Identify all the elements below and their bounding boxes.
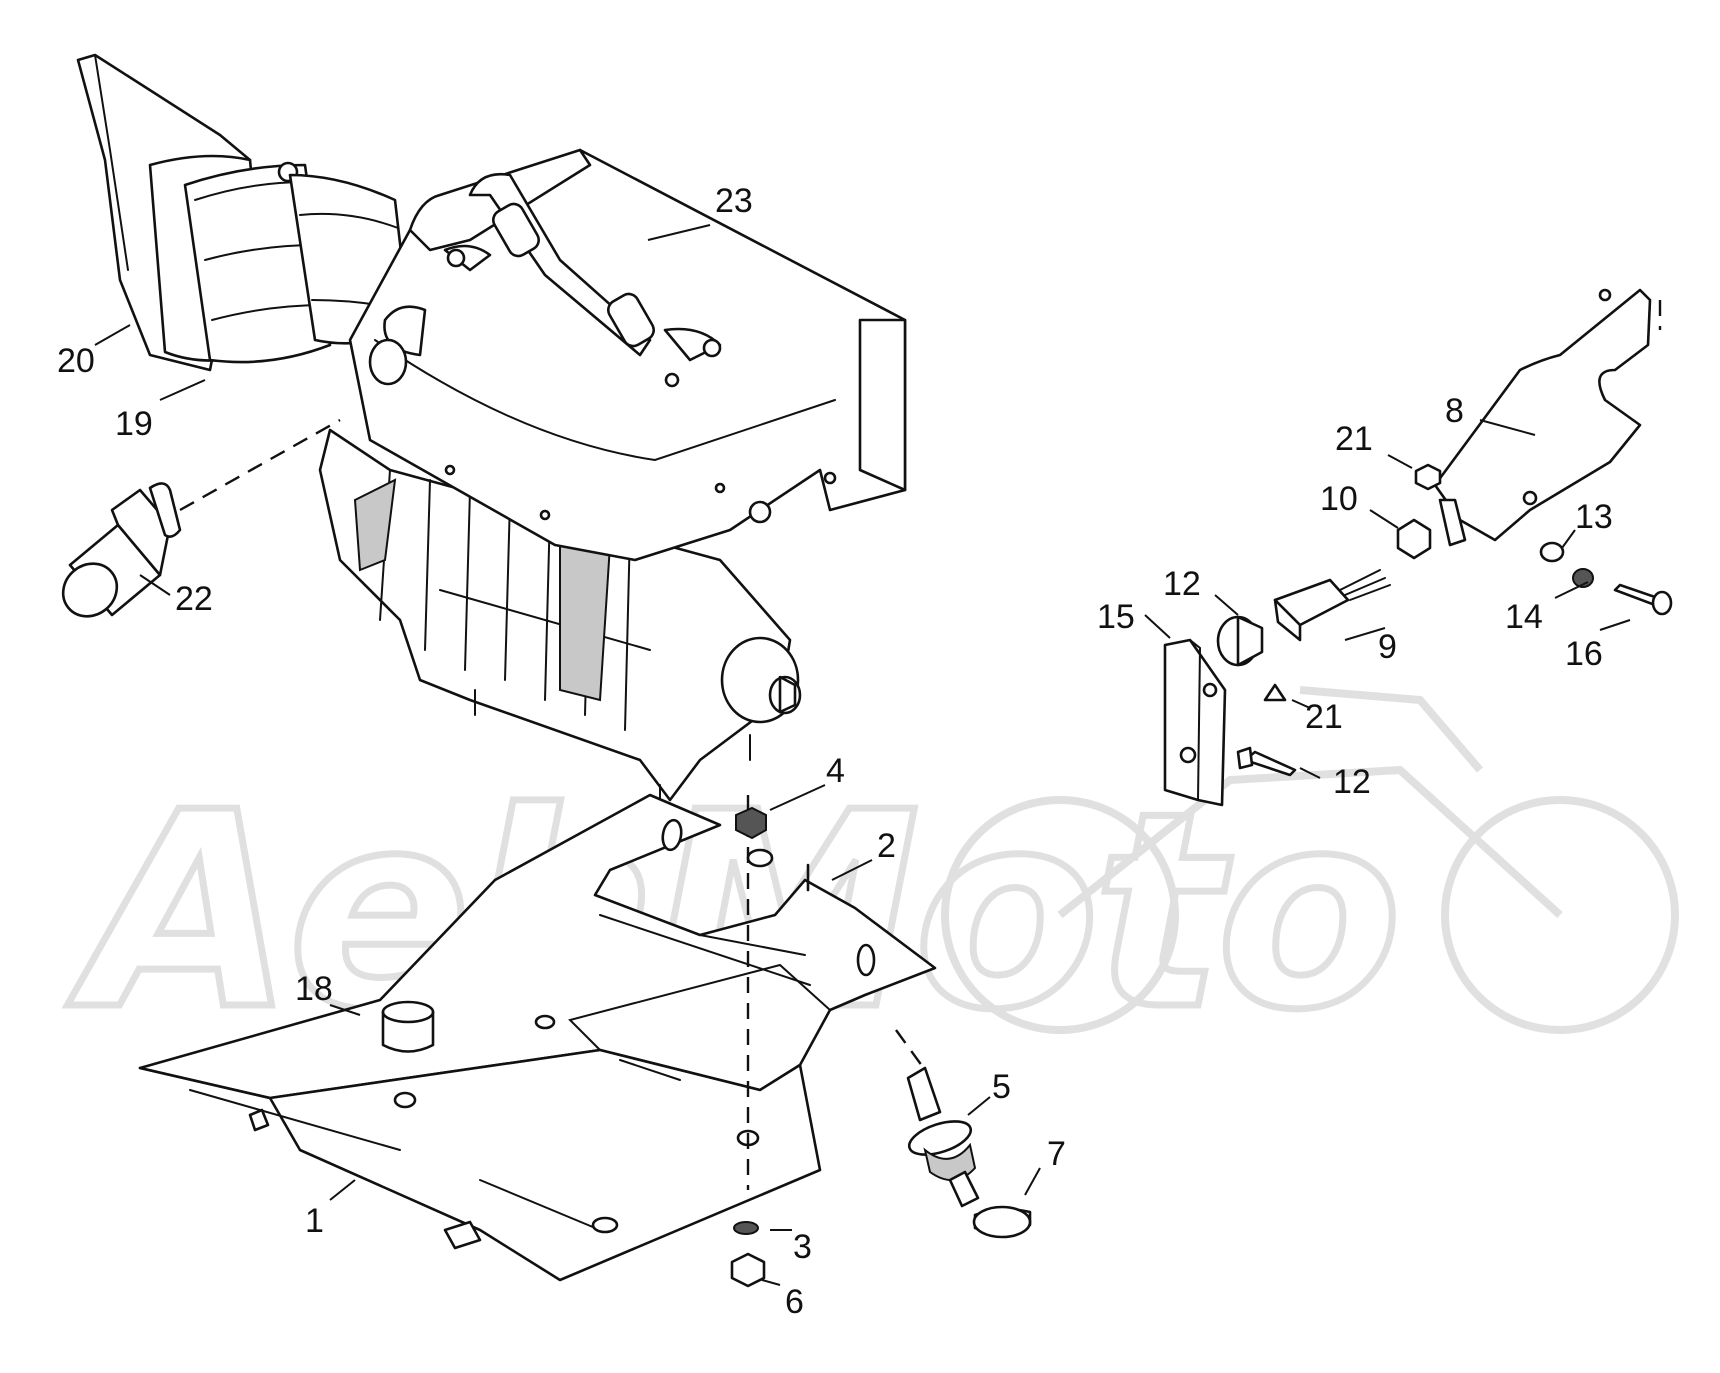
callout-15: 15 [1097, 598, 1135, 636]
engine-assembly [318, 148, 907, 821]
callout-14: 14 [1505, 598, 1543, 636]
callout-21-upper: 21 [1335, 420, 1373, 458]
fastener-stack [730, 795, 810, 1288]
callout-5: 5 [992, 1068, 1011, 1106]
callout-3: 3 [793, 1228, 812, 1266]
callout-7: 7 [1047, 1135, 1066, 1173]
mounting-bracket [1433, 288, 1662, 547]
skid-plate [138, 793, 937, 1282]
bracket-hardware [1216, 463, 1673, 777]
callout-1: 1 [305, 1202, 324, 1240]
mounting-plate [1163, 638, 1227, 807]
callout-22: 22 [175, 580, 213, 618]
callout-19: 19 [115, 405, 153, 443]
callout-13: 13 [1575, 498, 1613, 536]
callout-21-lower: 21 [1305, 698, 1343, 736]
callout-18: 18 [295, 970, 333, 1008]
callout-12: 12 [1333, 763, 1371, 801]
callout-labels: 20 19 23 22 8 21 10 13 14 16 12 9 15 21 … [57, 182, 1613, 1321]
callout-23: 23 [715, 182, 753, 220]
callout-4: 4 [826, 752, 845, 790]
spacer-bushing [381, 1000, 435, 1053]
rubber-mount [895, 1029, 1032, 1239]
hose-fitting [61, 418, 341, 618]
callout-16: 16 [1565, 635, 1603, 673]
callout-2: 2 [877, 827, 896, 865]
callout-8: 8 [1445, 392, 1464, 430]
callout-10: 10 [1320, 480, 1358, 518]
watermark-logo: AehMoto [60, 686, 1679, 1073]
callout-11: 12 [1163, 565, 1201, 603]
leader-lines [94, 224, 1631, 1286]
callout-20: 20 [57, 342, 95, 380]
callout-6: 6 [785, 1283, 804, 1321]
callout-9: 9 [1378, 628, 1397, 666]
